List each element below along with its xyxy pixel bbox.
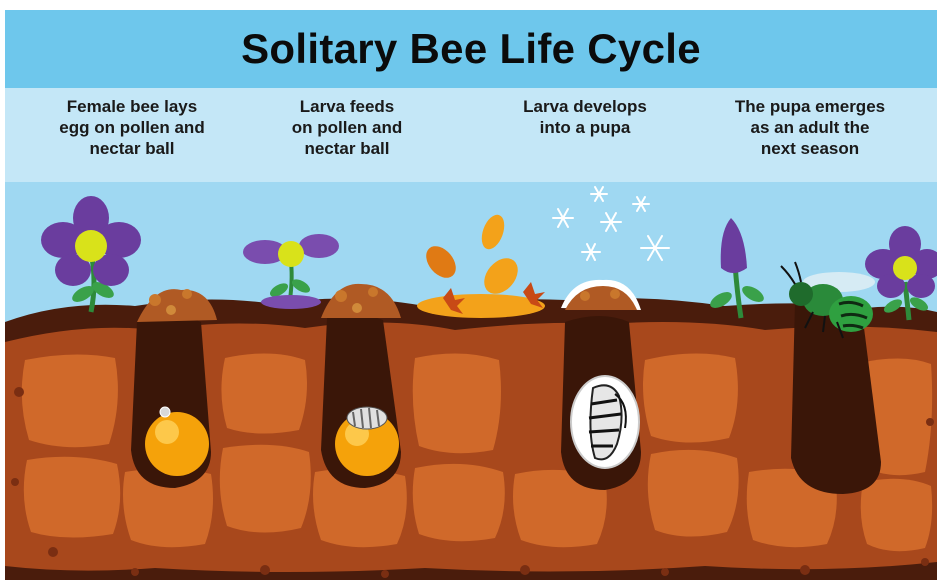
bee-head [789,282,813,306]
title-banner: Solitary Bee Life Cycle [5,10,937,88]
caption-band: Female bee lays egg on pollen and nectar… [5,88,937,182]
pupa-in-cocoon [571,376,639,468]
stage-3-caption: Larva develops into a pupa [480,96,690,138]
stage-1-caption: Female bee lays egg on pollen and nectar… [27,96,237,159]
pollen-ball-1 [145,412,209,476]
flower-center [75,230,107,262]
page-title: Solitary Bee Life Cycle [241,25,701,73]
leaf-pile [417,294,545,318]
stage-2-caption: Larva feeds on pollen and nectar ball [242,96,452,159]
egg [160,407,170,417]
stage-4-caption: The pupa emerges as an adult the next se… [705,96,915,159]
life-cycle-infographic: Solitary Bee Life Cycle Female bee lays … [5,10,937,580]
soil-scene [5,182,937,580]
